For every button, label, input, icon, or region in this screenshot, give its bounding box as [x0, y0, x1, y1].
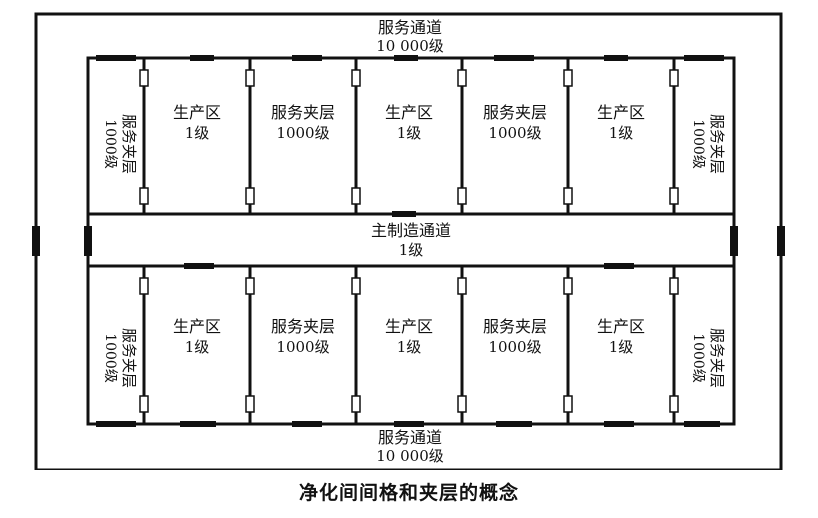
room-name: 服务夹层 — [483, 103, 547, 122]
main-corridor-class: 1级 — [399, 241, 424, 259]
room-class: 1级 — [185, 124, 210, 142]
room-class: 1级 — [185, 338, 210, 356]
room-name: 服务夹层 — [271, 317, 335, 336]
room-name: 服务夹层 — [483, 317, 547, 336]
room-class: 1级 — [397, 338, 422, 356]
room-name: 生产区 — [385, 103, 433, 122]
room-class: 1000级 — [488, 124, 541, 142]
room-name: 生产区 — [597, 317, 645, 336]
room-class: 1000级 — [276, 338, 329, 356]
room-class: 1000级 — [276, 124, 329, 142]
end-room-class: 1000级 — [690, 119, 706, 169]
room-name: 生产区 — [385, 317, 433, 336]
diagram-canvas: 服务通道 10 000级 服务通道 10 000级 主制造通道 1级 服务夹层1… — [32, 12, 785, 472]
end-room-name: 服务夹层 — [708, 328, 726, 388]
end-room-name: 服务夹层 — [708, 114, 726, 174]
room-name: 生产区 — [173, 317, 221, 336]
outer-corridor-top-class: 10 000级 — [376, 37, 444, 55]
end-room-name: 服务夹层 — [120, 114, 138, 174]
end-room-class: 1000级 — [102, 119, 118, 169]
room-class: 1级 — [609, 338, 634, 356]
room-class: 1000级 — [488, 338, 541, 356]
room-name: 服务夹层 — [271, 103, 335, 122]
outer-corridor-bottom-class: 10 000级 — [376, 447, 444, 465]
room-labels: 服务夹层1000级生产区1级服务夹层1000级生产区1级服务夹层1000级生产区… — [102, 103, 726, 388]
outer-corridor-bottom-name: 服务通道 — [378, 428, 442, 447]
partition-doors — [139, 69, 679, 413]
outer-corridor-top-name: 服务通道 — [378, 18, 442, 37]
main-corridor-name: 主制造通道 — [371, 221, 451, 240]
room-class: 1级 — [609, 124, 634, 142]
end-room-name: 服务夹层 — [120, 328, 138, 388]
room-class: 1级 — [397, 124, 422, 142]
end-room-class: 1000级 — [102, 333, 118, 383]
door-marks — [32, 55, 785, 427]
end-room-class: 1000级 — [690, 333, 706, 383]
room-name: 生产区 — [173, 103, 221, 122]
room-name: 生产区 — [597, 103, 645, 122]
diagram-caption: 净化间间格和夹层的概念 — [298, 482, 519, 504]
